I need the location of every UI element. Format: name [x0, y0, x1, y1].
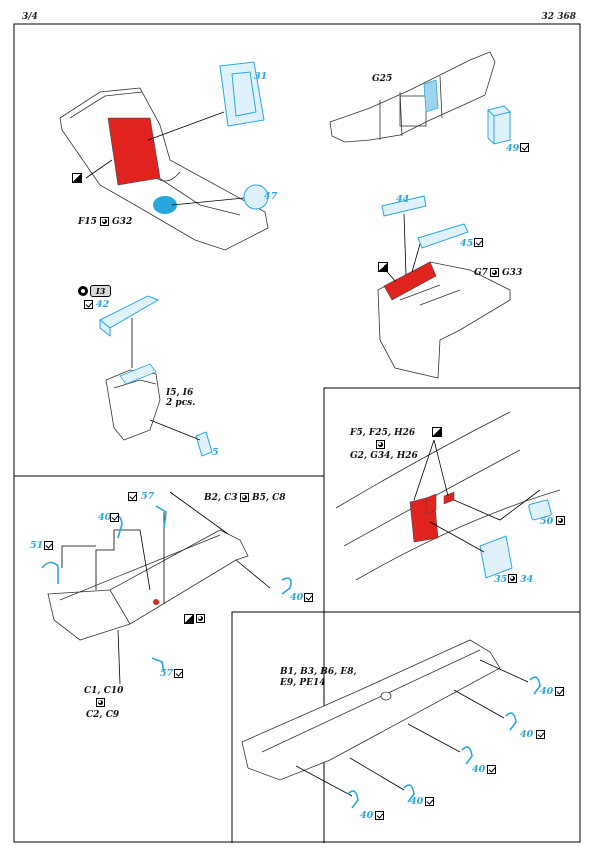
- label-b2-c3: B2, C3: [204, 493, 238, 503]
- wing-flap-right: [241, 639, 501, 781]
- label-f15: F15: [78, 217, 97, 227]
- bulkhead-g7: [377, 261, 511, 379]
- paint-half-icon: [184, 614, 194, 624]
- paint-half-icon: [378, 262, 388, 272]
- etch-hinge-clips-right: [347, 676, 541, 809]
- mirror-icon: [96, 698, 105, 707]
- part-number-51: 51: [30, 540, 44, 551]
- wing-flap-left: [47, 529, 249, 641]
- check-icon: [128, 492, 137, 501]
- mirror-icon: [490, 268, 499, 277]
- part-number-5: 5: [212, 447, 219, 458]
- part-number-57: 57: [141, 491, 155, 502]
- part-number-49: 49: [506, 143, 520, 154]
- part-number-34: 34: [520, 574, 534, 585]
- etch-part-44: [381, 195, 427, 217]
- check-icon: [520, 143, 529, 152]
- paint-half-icon: [432, 427, 442, 437]
- mirror-icon: [556, 516, 565, 525]
- check-icon: [425, 797, 434, 806]
- part-number-47: 47: [264, 191, 278, 202]
- cockpit-sidewall: [329, 51, 496, 143]
- mirror-icon: [240, 493, 249, 502]
- panel-frames: [13, 23, 581, 843]
- check-icon: [110, 513, 119, 522]
- part-number-50: 50: [540, 516, 554, 527]
- part-number-40: 40: [360, 810, 374, 821]
- check-icon: [84, 300, 93, 309]
- check-icon: [555, 687, 564, 696]
- label-b1-line1: B1, B3, B6, E8,: [280, 667, 357, 677]
- part-number-57: 57: [160, 668, 174, 679]
- check-icon: [375, 811, 384, 820]
- part-number-31: 31: [254, 71, 268, 82]
- label-f5-line1: F5, F25, H26: [350, 428, 416, 438]
- etch-part-50: [528, 499, 552, 521]
- label-b5-c8: B5, C8: [252, 493, 286, 503]
- label-c2-c9: C2, C9: [86, 710, 120, 720]
- part-number-40: 40: [290, 592, 304, 603]
- check-icon: [487, 765, 496, 774]
- label-g25: G25: [372, 74, 393, 84]
- part-number-35: 35: [494, 574, 508, 585]
- mirror-icon: [100, 217, 109, 226]
- label-g33: G33: [502, 268, 523, 278]
- part-number-40: 40: [540, 686, 554, 697]
- label-i3: I3: [90, 285, 112, 297]
- mirror-icon: [508, 574, 517, 583]
- part-number-40: 40: [472, 764, 486, 775]
- etch-part-42: [99, 295, 160, 338]
- etch-part-35: [479, 535, 513, 579]
- etch-part-5: [195, 431, 213, 457]
- gear-icon: [78, 286, 88, 296]
- check-icon: [174, 669, 183, 678]
- etch-part-47: [243, 184, 269, 210]
- paint-half-icon: [72, 173, 82, 183]
- check-icon: [474, 238, 483, 247]
- label-2-pcs: 2 pcs.: [166, 398, 196, 408]
- leader-lines-right: [295, 659, 529, 797]
- part-number-40: 40: [410, 796, 424, 807]
- part-number-40: 40: [520, 729, 534, 740]
- red-paint-panel: [107, 117, 161, 186]
- part-number-44: 44: [396, 194, 410, 205]
- etch-part-49: [487, 105, 511, 145]
- part-number-40: 40: [98, 512, 112, 523]
- label-g2-line: G2, G34, H26: [350, 451, 418, 461]
- check-icon: [304, 593, 313, 602]
- mirror-icon: [196, 614, 205, 623]
- label-g32: G32: [112, 217, 133, 227]
- part-number-45: 45: [460, 238, 474, 249]
- check-icon: [536, 730, 545, 739]
- etch-part-31: [219, 61, 265, 127]
- catalog-number: 32 368: [541, 12, 576, 22]
- check-icon: [44, 541, 53, 550]
- label-i5-i6: I5, I6: [166, 388, 194, 398]
- label-c1-c10: C1, C10: [84, 686, 124, 696]
- mirror-icon: [376, 440, 385, 449]
- part-number-42: 42: [96, 299, 110, 310]
- label-g7: G7: [474, 268, 488, 278]
- label-b1-line2: E9, PE14: [280, 678, 326, 688]
- page-number: 3/4: [22, 12, 38, 22]
- etch-part-45: [417, 223, 469, 249]
- red-paint-g7: [383, 261, 437, 301]
